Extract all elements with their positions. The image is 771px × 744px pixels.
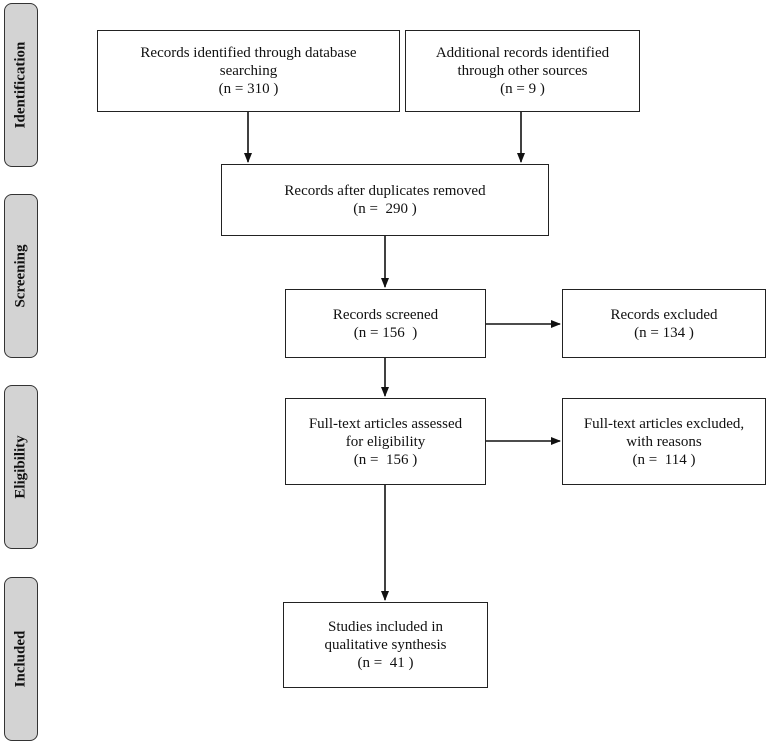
records-screened-count: (n = 156 ) (353, 324, 418, 341)
other-records-count: (n = 9 ) (500, 81, 545, 97)
database-records-count: (n = 310 ) (218, 81, 279, 97)
included-studies-count: (n = 41 ) (357, 655, 414, 671)
box-after-duplicates: Records after duplicates removed (n = 29… (221, 164, 549, 236)
records-excluded-line1: Records excluded (610, 306, 718, 323)
box-fulltext-assessed: Full-text articles assessed for eligibil… (285, 398, 486, 485)
box-fulltext-excluded: Full-text articles excluded, with reason… (562, 398, 766, 485)
box-records-screened: Records screened (n = 156 ) (285, 289, 486, 358)
box-included-studies: Studies included in qualitative synthesi… (283, 602, 488, 688)
records-screened-line1: Records screened (332, 306, 439, 323)
fulltext-excluded-count: (n = 114 ) (632, 451, 696, 468)
fulltext-assessed-line2: for eligibility (345, 433, 426, 450)
included-studies-line1: Studies included in (328, 619, 443, 635)
other-records-line1: Additional records identified (435, 45, 610, 61)
after-duplicates-line1: Records after duplicates removed (284, 183, 486, 199)
fulltext-assessed-count: (n = 156 ) (353, 451, 418, 468)
included-studies-line2: qualitative synthesis (324, 637, 447, 653)
after-duplicates-count: (n = 290 ) (353, 201, 417, 217)
box-records-excluded: Records excluded (n = 134 ) (562, 289, 766, 358)
box-other-records: Additional records identified through ot… (405, 30, 640, 112)
fulltext-excluded-line1: Full-text articles excluded, (583, 415, 745, 432)
other-records-line2: through other sources (457, 63, 588, 79)
stage-tab-screening: Screening (4, 194, 38, 358)
stage-tab-eligibility: Eligibility (4, 385, 38, 549)
records-excluded-count: (n = 134 ) (634, 324, 694, 341)
fulltext-excluded-line2: with reasons (626, 433, 702, 450)
stage-tab-included: Included (4, 577, 38, 741)
database-records-line1: Records identified through database (140, 45, 357, 61)
stage-tab-identification: Identification (4, 3, 38, 167)
fulltext-assessed-line1: Full-text articles assessed (308, 415, 463, 432)
box-database-records: Records identified through database sear… (97, 30, 400, 112)
database-records-line2: searching (219, 63, 278, 79)
